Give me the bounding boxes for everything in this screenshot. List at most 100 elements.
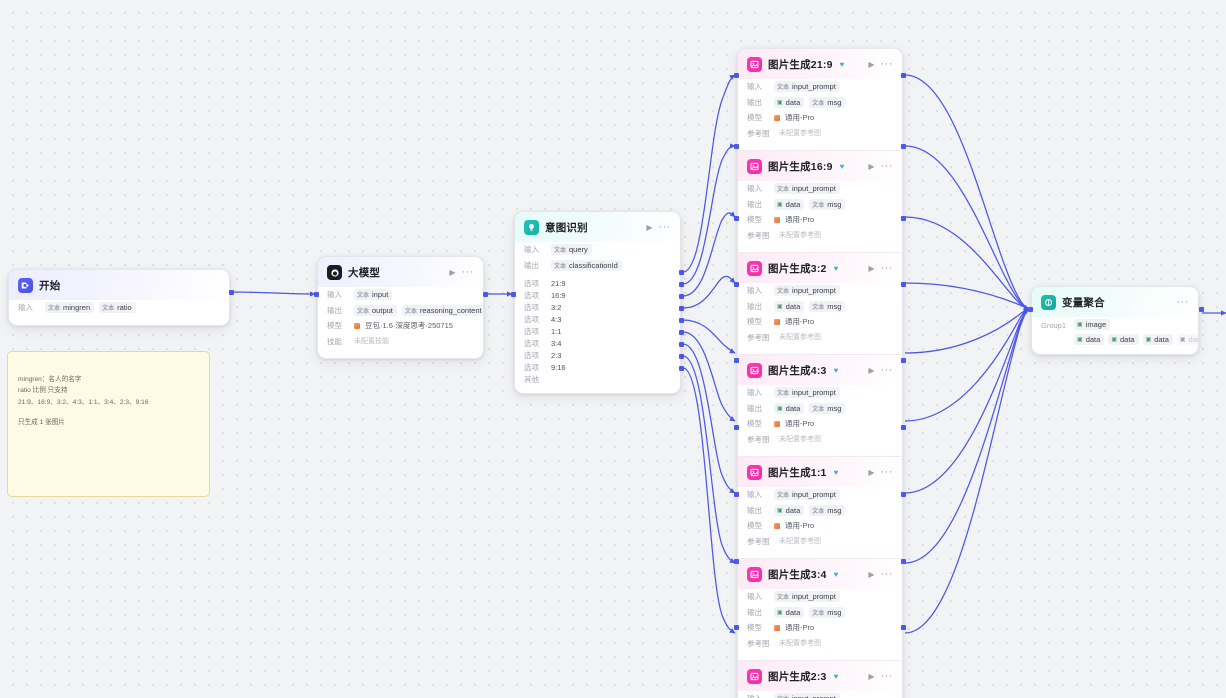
sticky-note[interactable]: mingren：名人的名字 ratio 比例 只支持 21:9、16:9、3:2… bbox=[7, 351, 210, 497]
node-menu-button[interactable]: ··· bbox=[461, 266, 474, 278]
run-node-button[interactable]: ▶ bbox=[868, 161, 875, 171]
port-llm-out[interactable] bbox=[483, 292, 488, 297]
port-start-out[interactable] bbox=[229, 290, 234, 295]
var-chip-query[interactable]: 文本 query bbox=[551, 244, 592, 255]
var-chip-data[interactable]: ▣data bbox=[774, 300, 805, 312]
port-image-out[interactable] bbox=[901, 358, 906, 363]
node-menu-button[interactable]: ··· bbox=[880, 466, 893, 478]
var-chip-ratio[interactable]: 文本 ratio bbox=[99, 302, 136, 313]
var-chip-data[interactable]: ▣data bbox=[774, 96, 805, 108]
var-chip-data-ghost[interactable]: ▣ data bbox=[1176, 334, 1198, 345]
run-node-button[interactable]: ▶ bbox=[449, 267, 456, 277]
port-image-out[interactable] bbox=[901, 559, 906, 564]
port-image-out[interactable] bbox=[901, 625, 906, 630]
port-image-in[interactable] bbox=[734, 492, 739, 497]
var-chip-data-2[interactable]: ▣ data bbox=[1108, 334, 1139, 345]
node-menu-button[interactable]: ··· bbox=[880, 670, 893, 682]
var-chip-data[interactable]: ▣data bbox=[774, 606, 805, 618]
port-intent-option-out[interactable] bbox=[679, 354, 684, 359]
node-menu-button[interactable]: ··· bbox=[880, 160, 893, 172]
port-image-out[interactable] bbox=[901, 73, 906, 78]
var-chip-data-1[interactable]: ▣ data bbox=[1074, 334, 1105, 345]
port-image-in[interactable] bbox=[734, 625, 739, 630]
var-chip-data[interactable]: ▣data bbox=[774, 402, 805, 414]
node-menu-button[interactable]: ··· bbox=[880, 364, 893, 376]
port-intent-option-out[interactable] bbox=[679, 318, 684, 323]
var-chip-classificationid[interactable]: 文本 classificationId bbox=[551, 259, 622, 271]
port-image-out[interactable] bbox=[901, 492, 906, 497]
node-intent-recognition[interactable]: 意图识别 ▶ ··· 输入 文本 query 输出 文本 classificat… bbox=[514, 211, 681, 394]
var-chip-image[interactable]: ▣ image bbox=[1074, 319, 1111, 330]
run-node-button[interactable]: ▶ bbox=[868, 365, 875, 375]
port-llm-in[interactable] bbox=[314, 292, 319, 297]
node-variable-aggregation[interactable]: 变量聚合 ··· Group1 ▣ image ▣ data bbox=[1031, 286, 1199, 355]
var-chip-data[interactable]: ▣data bbox=[774, 198, 805, 210]
node-start[interactable]: 开始 输入 文本 mingren 文本 ratio bbox=[8, 269, 230, 326]
run-node-button[interactable]: ▶ bbox=[868, 467, 875, 477]
var-chip-mingren[interactable]: 文本 mingren bbox=[45, 302, 95, 313]
port-image-in[interactable] bbox=[734, 425, 739, 430]
port-intent-option-out[interactable] bbox=[679, 294, 684, 299]
run-node-button[interactable]: ▶ bbox=[868, 569, 875, 579]
port-intent-in[interactable] bbox=[511, 292, 516, 297]
port-image-in[interactable] bbox=[734, 559, 739, 564]
favorite-icon[interactable]: ♥ bbox=[833, 570, 839, 579]
run-node-button[interactable]: ▶ bbox=[868, 671, 875, 681]
intent-option-other[interactable]: 其他 bbox=[524, 373, 671, 385]
node-menu-button[interactable]: ··· bbox=[1176, 296, 1189, 308]
var-chip-data[interactable]: ▣data bbox=[774, 504, 805, 516]
port-intent-option-out[interactable] bbox=[679, 330, 684, 335]
port-intent-option-out[interactable] bbox=[679, 342, 684, 347]
favorite-icon[interactable]: ♥ bbox=[833, 672, 839, 681]
port-agg-out[interactable] bbox=[1199, 307, 1204, 312]
node-menu-button[interactable]: ··· bbox=[880, 568, 893, 580]
port-intent-option-out[interactable] bbox=[679, 270, 684, 275]
node-menu-button[interactable]: ··· bbox=[880, 58, 893, 70]
favorite-icon[interactable]: ♥ bbox=[833, 264, 839, 273]
port-intent-option-out[interactable] bbox=[679, 306, 684, 311]
run-node-button[interactable]: ▶ bbox=[868, 263, 875, 273]
port-image-out[interactable] bbox=[901, 144, 906, 149]
var-chip-input[interactable]: 文本 input bbox=[354, 289, 393, 300]
port-image-out[interactable] bbox=[901, 425, 906, 430]
favorite-icon[interactable]: ♥ bbox=[833, 468, 839, 477]
run-node-button[interactable]: ▶ bbox=[646, 222, 653, 232]
node-menu-button[interactable]: ··· bbox=[880, 262, 893, 274]
port-intent-option-out[interactable] bbox=[679, 366, 684, 371]
port-image-in[interactable] bbox=[734, 216, 739, 221]
port-image-in[interactable] bbox=[734, 144, 739, 149]
favorite-icon[interactable]: ♥ bbox=[833, 366, 839, 375]
favorite-icon[interactable]: ♥ bbox=[839, 60, 845, 69]
port-intent-option-out[interactable] bbox=[679, 282, 684, 287]
var-chip-reasoning-content[interactable]: 文本 reasoning_content bbox=[401, 304, 483, 316]
port-image-out[interactable] bbox=[901, 216, 906, 221]
var-chip-output[interactable]: 文本 output bbox=[354, 304, 397, 316]
run-node-button[interactable]: ▶ bbox=[868, 59, 875, 69]
